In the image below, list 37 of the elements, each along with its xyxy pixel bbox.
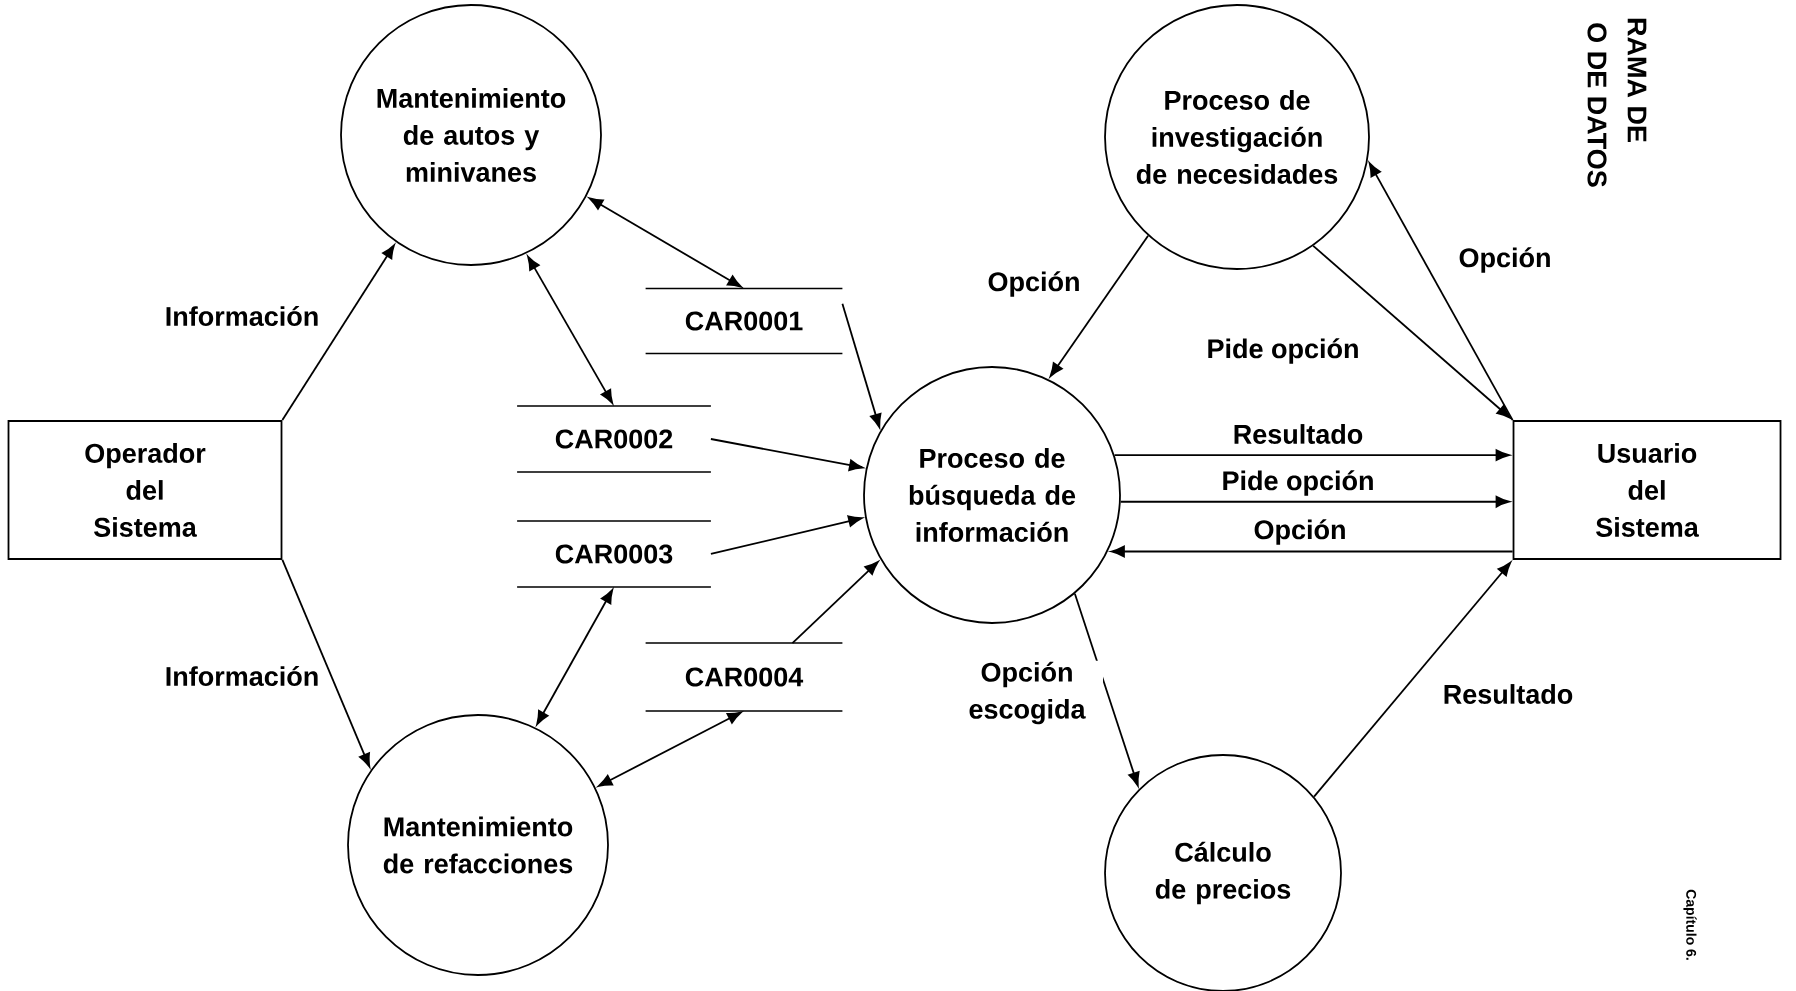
arrow xyxy=(1049,234,1149,378)
edge-label: Resultado xyxy=(1231,423,1365,445)
data-store: CAR0002 xyxy=(516,405,712,473)
arrow xyxy=(1368,162,1514,421)
edge-label: Información xyxy=(163,664,321,688)
edge-label: Pide opción xyxy=(1205,337,1361,365)
entity-box: Operador del Sistema xyxy=(7,420,283,560)
edge-label: Pide opción xyxy=(1220,469,1376,497)
edge-label: Información xyxy=(163,304,321,328)
arrow xyxy=(598,711,742,787)
side-title: O DE DATOS xyxy=(1587,23,1607,187)
arrow xyxy=(1119,495,1510,508)
arrow xyxy=(791,561,879,644)
data-store: CAR0003 xyxy=(516,520,712,588)
data-store: CAR0004 xyxy=(644,642,844,712)
arrow xyxy=(281,559,371,768)
edge-label: Opción xyxy=(1457,246,1553,274)
side-title: RAMA DE xyxy=(1627,18,1647,142)
arrow xyxy=(841,302,882,428)
data-store: CAR0001 xyxy=(644,287,844,355)
arrow xyxy=(527,255,614,404)
arrow xyxy=(1073,592,1140,787)
arrow xyxy=(710,515,863,555)
arrow xyxy=(1312,244,1511,419)
arrow xyxy=(281,244,395,421)
arrow xyxy=(1110,545,1514,558)
arrow xyxy=(536,589,614,726)
arrow xyxy=(588,197,742,288)
arrow xyxy=(1313,561,1512,798)
edge-label: Opción xyxy=(986,270,1082,298)
page-note: Capítulo 6. xyxy=(1683,889,1697,960)
arrow xyxy=(1113,449,1510,461)
entity-box: Usuario del Sistema xyxy=(1512,420,1782,560)
edge-label: Resultado xyxy=(1441,683,1575,705)
arrow xyxy=(710,438,864,471)
edge-label: Opción escogida xyxy=(951,660,1103,726)
edge-label: Opción xyxy=(1252,518,1348,546)
